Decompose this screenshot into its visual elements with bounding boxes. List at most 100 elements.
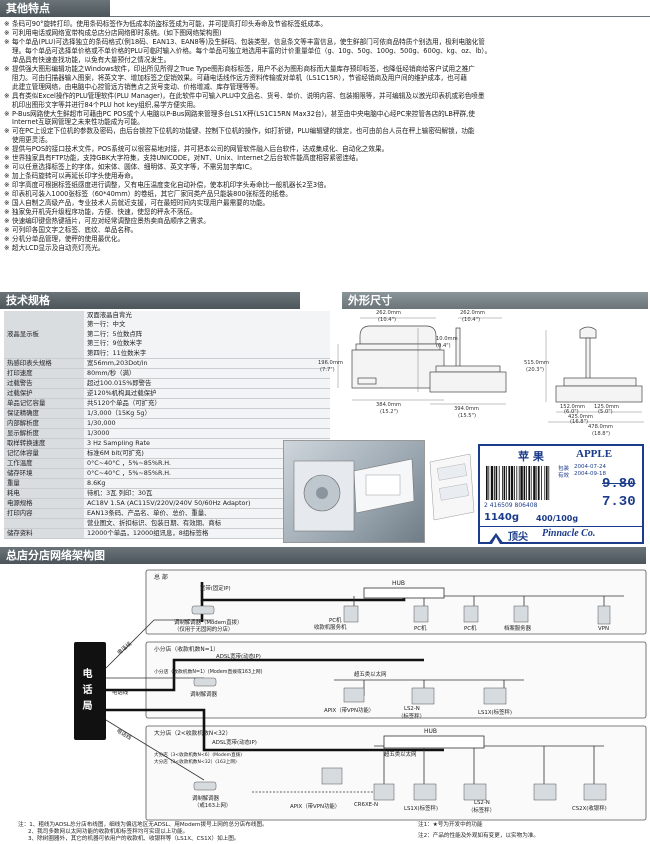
net-small-adsl: ADSL宽带(动态IP) [216,654,261,660]
section-header-network: 总店分店网络架构图 [0,547,646,564]
spec-key: 显示解析度 [4,428,84,440]
net-hq-modem: 调制解调器（Modem直拨） [174,620,243,626]
dim-tray-a-in: (6.0") [564,409,579,415]
feature-item: 可在PC上设定下位机的参数及密码，由后台锁控下位机的功能键、控制下位机的操作，如… [4,127,646,136]
spec-key: 重量 [4,478,84,490]
network-diagram: 总 部 宽带(固定IP) HUB 调制解调器（Modem直拨） （仅用于无固网的… [4,560,648,830]
scale-pole [585,337,591,383]
spec-value: 待机：3瓦 列印：30瓦 [84,488,330,500]
dim-depth: 10.0mm [436,336,458,342]
net-hq-label: 总 部 [154,574,168,581]
net-large-hub: HUB [424,728,438,735]
company-logo-icon [488,529,504,544]
label-new-price: 7.30 [602,494,636,510]
net-large-cr6xe: CR6XE-N [354,802,379,808]
spec-key: 过载警告 [4,378,84,390]
spec-row: 过载保护逆120%机构具过载保护 [4,388,330,400]
network-lines-svg [74,569,647,821]
net-hq-pc-1: PC机 [414,626,427,632]
spec-value: 8.6Kg [84,478,330,490]
spec-value: 80mm/秒（满） [84,368,330,380]
net-large-note-1: 大分店（3<收款机数N<6）(Modem直拨) [154,753,243,758]
spec-key [4,518,84,530]
net-hq-pos-pc: PC机 [329,618,342,624]
net-small-modem: 调制解调器 [190,692,217,698]
scale-pole-head [579,326,597,339]
dimension-drawing: 262.0mm (10.4") 10.0mm (0.4") 262.0mm (1… [318,308,648,440]
label-old-price: 9.80 [602,476,636,492]
dim-pole-height: 515.0mm [524,360,549,366]
spec-value: AC18V 1.5A (AC115V/220V/240V 50/60Hz Ada… [84,498,330,510]
net-hq-broadband: 宽带(固定IP) [200,586,231,592]
dim-front-width: 384.0mm [376,402,401,408]
net-hq-archive: 档案服务器 [504,626,531,632]
spec-value: 营业图文、折扣标识、包装日期、有效期、商标 [84,518,330,530]
spec-row-lcd: 液晶显示板双面液晶自背光第一行：中文第二行：5位数点阵第三行：9位数米字第四行：… [4,311,330,360]
feature-item: 单品具有快速查找功能，以免有大量预付之情况发生。 [12,55,171,64]
spec-value: 超过100.015%即警告 [84,378,330,390]
dim-side-width: 394.0mm [454,406,479,412]
label-valid-label: 有效 [558,473,570,479]
feature-item: 使用更灵活。 [12,136,52,145]
scale-pole-base [555,385,643,403]
label-weight: 1140g [484,512,519,523]
spec-row: 热感印表头规格宽56mm,203Dot/in [4,358,330,370]
spec-lcd-line: 第二行：5位数点阵 [87,329,143,338]
feature-item: 提供强大图形编辑功能之Windows软件，印出所见所得之True Type图形商… [4,65,646,74]
section-header-dimensions: 外形尺寸 [342,292,648,309]
spec-value: 0°C~40°C ，5%~85%R.H. [84,458,330,470]
dim-pole-height-in: (20.3") [526,367,544,373]
footnote-r2: 注2：产品的性能及外观如有变更，以实物为准。 [418,833,540,839]
label-company-bar: 顶尖 Pinnacle Co. [480,526,642,544]
net-large-ethernet: 超五类以太网 [384,752,417,758]
label-product-name: 苹 果 [518,450,544,463]
dim-side-top-in: (10.4") [462,317,480,323]
spec-key: 热感印表头规格 [4,358,84,370]
spec-key: 保证精确度 [4,408,84,420]
spec-row: 记忆体容量标准6M bit(可扩充) [4,448,330,460]
spec-key: 打印内容 [4,508,84,520]
dim-tray-b: 125.0mm [594,404,619,410]
net-small-ls2n-label: （标签秤） [398,714,425,720]
net-large-ls2n-label: （标签秤） [468,808,495,814]
net-large-ls1x: LS1X(标签秤) [404,806,438,812]
label-barcode-digits: 2 416509 806408 [484,502,538,509]
net-hq-hub: HUB [392,580,406,587]
spec-value: 12000个单品，12000组讯息，8组标签格 [84,528,330,540]
printer-photo [283,440,425,543]
feature-item: 理。每个单品可选择单价格或不单价格的PLU可临时输入价格。每个单品可独立地选用丰… [12,46,492,55]
spec-key: 打印速度 [4,368,84,380]
footnote-3: 3、除树圈器外，其它的机器可依用户的收款机、收银秤等（LS1X、CS1X）如上图… [28,836,240,842]
net-large-note-2: 大分店（3<收款机数N<32）(163上网) [154,760,237,765]
spec-key: 电源规格 [4,498,84,510]
net-hq-vpn: VPN [598,626,609,632]
divider [110,16,650,17]
label-product-name-en: APPLE [576,448,613,460]
label-paper-roll [426,452,478,522]
label-sample: 苹 果 APPLE 2 416509 806408 包装 2004-07-24 … [478,444,644,544]
features-list: 条码可90°旋转打印。使用条码标签作为低成本防盗标签成为可能，并可提高打印头寿命… [4,20,646,253]
feature-item: 加上条码旋转可以再延长印字头使用寿命。 [4,172,646,181]
large-hub-box [383,735,485,749]
feature-item: P-Bus网路使大生鲜超市可藉由PC POS或个人电脑以P-Bus网路来管理多台… [4,110,646,119]
spec-key: 液晶显示板 [4,311,84,360]
label-pack-label: 包装 [558,466,570,472]
feature-item: 具有类似Excel操作的PLU管理软件(PLU Manager)，在此软件中可输… [4,92,646,101]
spec-value: 3 Hz Sampling Rate [84,438,330,450]
dim-side-width-in: (15.5") [458,413,476,419]
net-small-branch: 小分店（收款机数N=1） [154,647,220,653]
spec-value: 1/30,000 [84,418,330,430]
spec-key: 储存资料 [4,528,84,540]
feature-item: 快速编印键盘热键插片，可应对经常调整应景热卖商品顺序之需求。 [4,217,646,226]
spec-key: 内部解析度 [4,418,84,430]
feature-item: 独家免开机壳升级程序功能，方便、快速，使您的秤永不落伍。 [4,208,646,217]
net-large-cs2x: CS2X(收银秤) [572,806,607,812]
